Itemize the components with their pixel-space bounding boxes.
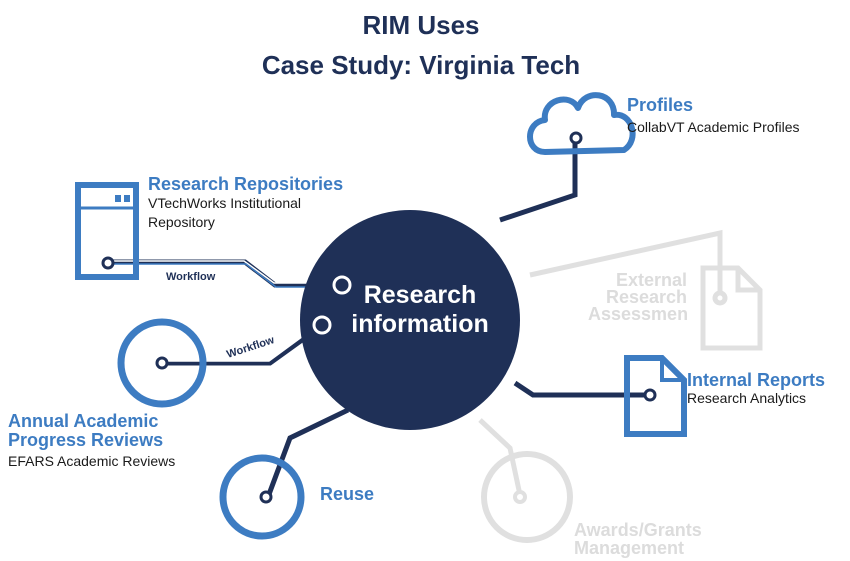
title-line-1: RIM Uses <box>362 10 480 40</box>
internal-reports-connector <box>513 380 650 398</box>
awards-label-line-2: Management <box>574 538 685 558</box>
internal-reports-subtitle: Research Analytics <box>687 390 807 406</box>
annual-reviews-circle-icon <box>117 318 207 408</box>
internal-reports-document-icon <box>624 355 687 437</box>
repositories-workflow-label: Workflow <box>166 271 216 283</box>
external-assessment-connector <box>529 229 723 295</box>
repositories-endpoint <box>332 275 352 295</box>
title-line-2: Case Study: Virginia Tech <box>261 50 581 80</box>
profiles-subtitle: CollabVT Academic Profiles <box>627 119 800 135</box>
annual-reviews-heading-line-1: Annual Academic <box>8 411 159 431</box>
external-assessment-label-line-3: Assessmen <box>588 304 689 324</box>
repositories-server-icon <box>75 182 139 280</box>
profiles-heading: Profiles <box>627 95 694 115</box>
center-label-line-1: Research <box>363 281 477 309</box>
profiles-cloud-icon <box>527 92 636 155</box>
external-assessment-document-icon <box>700 265 763 351</box>
repositories-subtitle-line-1: VTechWorks Institutional <box>148 195 302 211</box>
repositories-heading: Research Repositories <box>148 174 344 194</box>
external-assessment-label-line-1: External <box>616 270 688 290</box>
awards-label-line-1: Awards/Grants <box>574 520 702 540</box>
research-information-circle <box>300 210 520 430</box>
external-assessment-label-line-2: Research <box>606 287 688 307</box>
internal-reports-heading: Internal Reports <box>687 370 826 390</box>
reuse-circle-icon <box>219 454 305 540</box>
reuse-heading: Reuse <box>320 484 375 504</box>
annual-reviews-endpoint <box>312 315 332 335</box>
awards-connector <box>478 418 523 496</box>
center-label-line-2: information <box>351 310 489 338</box>
annual-reviews-workflow-label: Workflow <box>225 334 276 361</box>
profiles-connector <box>499 140 578 223</box>
repositories-connector <box>108 259 340 288</box>
annual-reviews-heading-line-2: Progress Reviews <box>8 430 164 450</box>
annual-reviews-subtitle: EFARS Academic Reviews <box>8 453 176 469</box>
repositories-subtitle-line-2: Repository <box>148 214 215 230</box>
reuse-connector <box>265 407 350 498</box>
awards-circle-icon <box>481 451 573 543</box>
